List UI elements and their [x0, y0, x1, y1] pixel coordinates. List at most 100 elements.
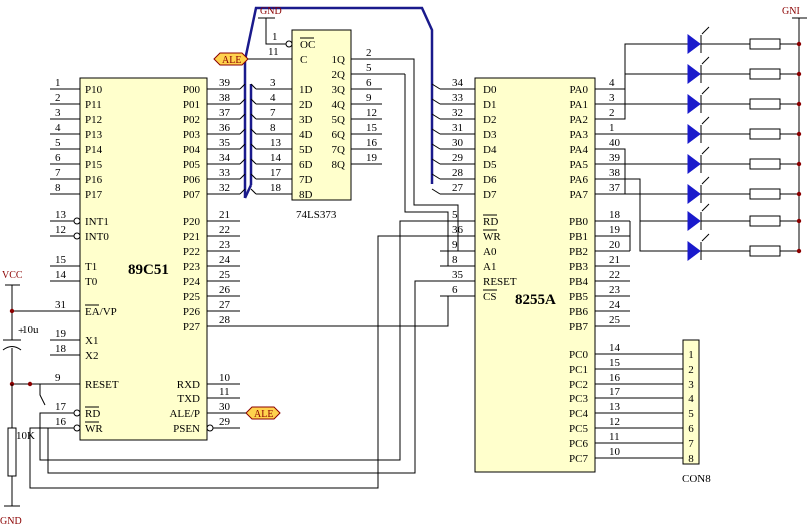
pin-number-8255: 31 — [452, 122, 463, 134]
pin-label-373-7q: 7Q — [332, 144, 346, 156]
con8-pin-number: 5 — [688, 408, 694, 420]
pin-number-89c51: 8 — [55, 182, 61, 194]
pin-number-89c51: 18 — [55, 343, 67, 355]
pin-label-89c51-p05: P05 — [183, 159, 201, 171]
bus-entry-8255d — [431, 83, 441, 90]
pin-label-373-5d: 5D — [299, 144, 313, 156]
pin-number-8255: 5 — [452, 209, 458, 221]
vcc-label: VCC — [2, 270, 23, 281]
pin-number-8255: 17 — [609, 386, 621, 398]
pin-label-373-8q: 8Q — [332, 159, 346, 171]
con8-pin-number: 4 — [688, 393, 694, 405]
pin-number-89c51: 17 — [55, 401, 67, 413]
con8-pin-number: 6 — [688, 423, 694, 435]
junction-dot — [796, 41, 802, 47]
pin-label-373-5q: 5Q — [332, 114, 346, 126]
pin-label-8255-pa0: PA0 — [569, 84, 588, 96]
con8-pin-number: 3 — [688, 379, 694, 391]
pin-number-89c51: 27 — [219, 299, 231, 311]
pin-number-89c51: 2 — [55, 92, 61, 104]
chip-8255a-body — [474, 77, 596, 473]
pin-label-89c51-psen: PSEN — [173, 423, 200, 435]
led-ray-7 — [701, 233, 710, 242]
pin-number-89c51: 24 — [219, 254, 231, 266]
ale-tag-bottom-text: ALE — [254, 409, 273, 420]
pin-label-89c51-p23: P23 — [183, 261, 201, 273]
pin-label-8255-a0: A0 — [483, 246, 497, 258]
wire-rd — [39, 220, 440, 461]
pin-label-89c51-wr: WR — [85, 423, 103, 435]
pin-label-8255-pc7: PC7 — [569, 453, 588, 465]
pin-label-89c51-rd: RD — [85, 408, 100, 420]
bus-entry-p0 — [239, 83, 246, 90]
pin-number-373: 3 — [270, 77, 276, 89]
pin-number-8255: 24 — [609, 299, 621, 311]
cap-plus: + — [18, 325, 24, 337]
pin-number-89c51: 11 — [219, 386, 230, 398]
pin-label-8255-pc1: PC1 — [569, 364, 588, 376]
inversion-bubble — [73, 409, 81, 417]
pin-number-8255: 23 — [609, 284, 621, 296]
led-resistor-1 — [749, 68, 781, 80]
pin-number-89c51: 26 — [219, 284, 231, 296]
pin-number-89c51: 6 — [55, 152, 61, 164]
pin-label-8255-reset: RESET — [483, 276, 517, 288]
pin-label-89c51-int1: INT1 — [85, 216, 109, 228]
pin-label-8255-d6: D6 — [483, 174, 497, 186]
bus-entry-p0 — [239, 158, 246, 165]
pin-label-8255-pb4: PB4 — [569, 276, 588, 288]
pin-number-373: 1 — [272, 31, 278, 43]
pin-label-373-1d: 1D — [299, 84, 313, 96]
pin-number-373: 11 — [268, 46, 279, 58]
pin-number-89c51: 14 — [55, 269, 67, 281]
bus-entry-p0 — [239, 98, 246, 105]
pin-label-89c51-rxd: RXD — [177, 379, 200, 391]
pin-number-89c51: 4 — [55, 122, 61, 134]
pin-number-8255: 37 — [609, 182, 621, 194]
pin-number-373: 19 — [366, 152, 378, 164]
bus-entry-373d — [250, 113, 257, 120]
pin-label-373-8d: 8D — [299, 189, 313, 201]
wire-reset-stub — [39, 384, 46, 406]
gnd-top-label: GND — [260, 6, 282, 17]
pin-label-8255-pb3: PB3 — [569, 261, 588, 273]
pin-number-373: 14 — [270, 152, 282, 164]
bus-entry-8255d — [431, 128, 441, 135]
pin-label-89c51-p21: P21 — [183, 231, 200, 243]
pin-number-8255: 38 — [609, 167, 621, 179]
pin-number-89c51: 28 — [219, 314, 231, 326]
pin-label-89c51-p16: P16 — [85, 174, 103, 186]
pin-number-373: 18 — [270, 182, 282, 194]
pin-label-8255-cs: CS — [483, 291, 496, 303]
pin-label-89c51-p22: P22 — [183, 246, 200, 258]
pin-label-89c51-x2: X2 — [85, 350, 98, 362]
pin-label-8255-pb6: PB6 — [569, 306, 588, 318]
led-1 — [687, 64, 701, 84]
pin-number-89c51: 32 — [219, 182, 230, 194]
bus-entry-373d — [250, 98, 257, 105]
chip-8255a-name: 8255A — [515, 292, 556, 308]
bus-entry-8255d — [431, 98, 441, 105]
pin-number-89c51: 25 — [219, 269, 231, 281]
pin-label-89c51-t1: T1 — [85, 261, 97, 273]
led-2 — [687, 94, 701, 114]
pin-label-373-4d: 4D — [299, 129, 313, 141]
pin-label-373-7d: 7D — [299, 174, 313, 186]
pin-label-373-oc: OC — [300, 39, 315, 51]
pin-label-373-3d: 3D — [299, 114, 313, 126]
pin-label-8255-pb1: PB1 — [569, 231, 588, 243]
pin-number-373: 8 — [270, 122, 276, 134]
bus-entry-373d — [250, 158, 257, 165]
wire-p27-cs — [240, 295, 449, 327]
pin-number-89c51: 22 — [219, 224, 230, 236]
led-resistor-2 — [749, 98, 781, 110]
pin-label-8255-pc3: PC3 — [569, 393, 588, 405]
led-5 — [687, 184, 701, 204]
led-resistor-7 — [749, 245, 781, 257]
pin-number-89c51: 39 — [219, 77, 231, 89]
pin-label-8255-pa5: PA5 — [569, 159, 588, 171]
pin-number-89c51: 29 — [219, 416, 231, 428]
inversion-bubble — [285, 40, 293, 48]
chip-74ls373-body — [291, 29, 352, 201]
